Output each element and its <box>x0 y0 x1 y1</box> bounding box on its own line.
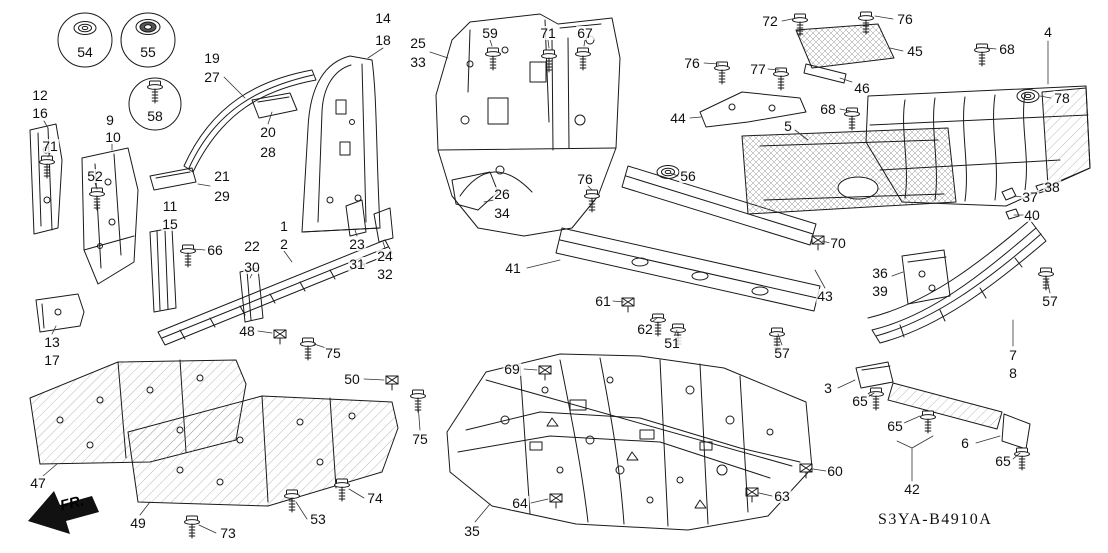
grommet-dark-icon <box>135 19 161 35</box>
leader-lines <box>42 15 1052 534</box>
right-sill-parts <box>855 361 1031 471</box>
pillar-and-sill-parts <box>157 55 394 346</box>
fr-direction-arrow <box>28 491 99 534</box>
undercover-parts <box>29 329 426 539</box>
diagram-code: S3YA-B4910A <box>878 511 993 528</box>
left-bracket-parts <box>29 123 264 333</box>
main-floor-panel <box>446 353 813 531</box>
quarter-panel-parts <box>435 13 621 237</box>
fastener-key-circles <box>57 12 182 131</box>
rear-floor-parts <box>699 11 1091 220</box>
bolt-icon <box>147 80 163 104</box>
rear-frame-rails <box>867 219 1054 344</box>
grommet-icon <box>73 21 97 35</box>
